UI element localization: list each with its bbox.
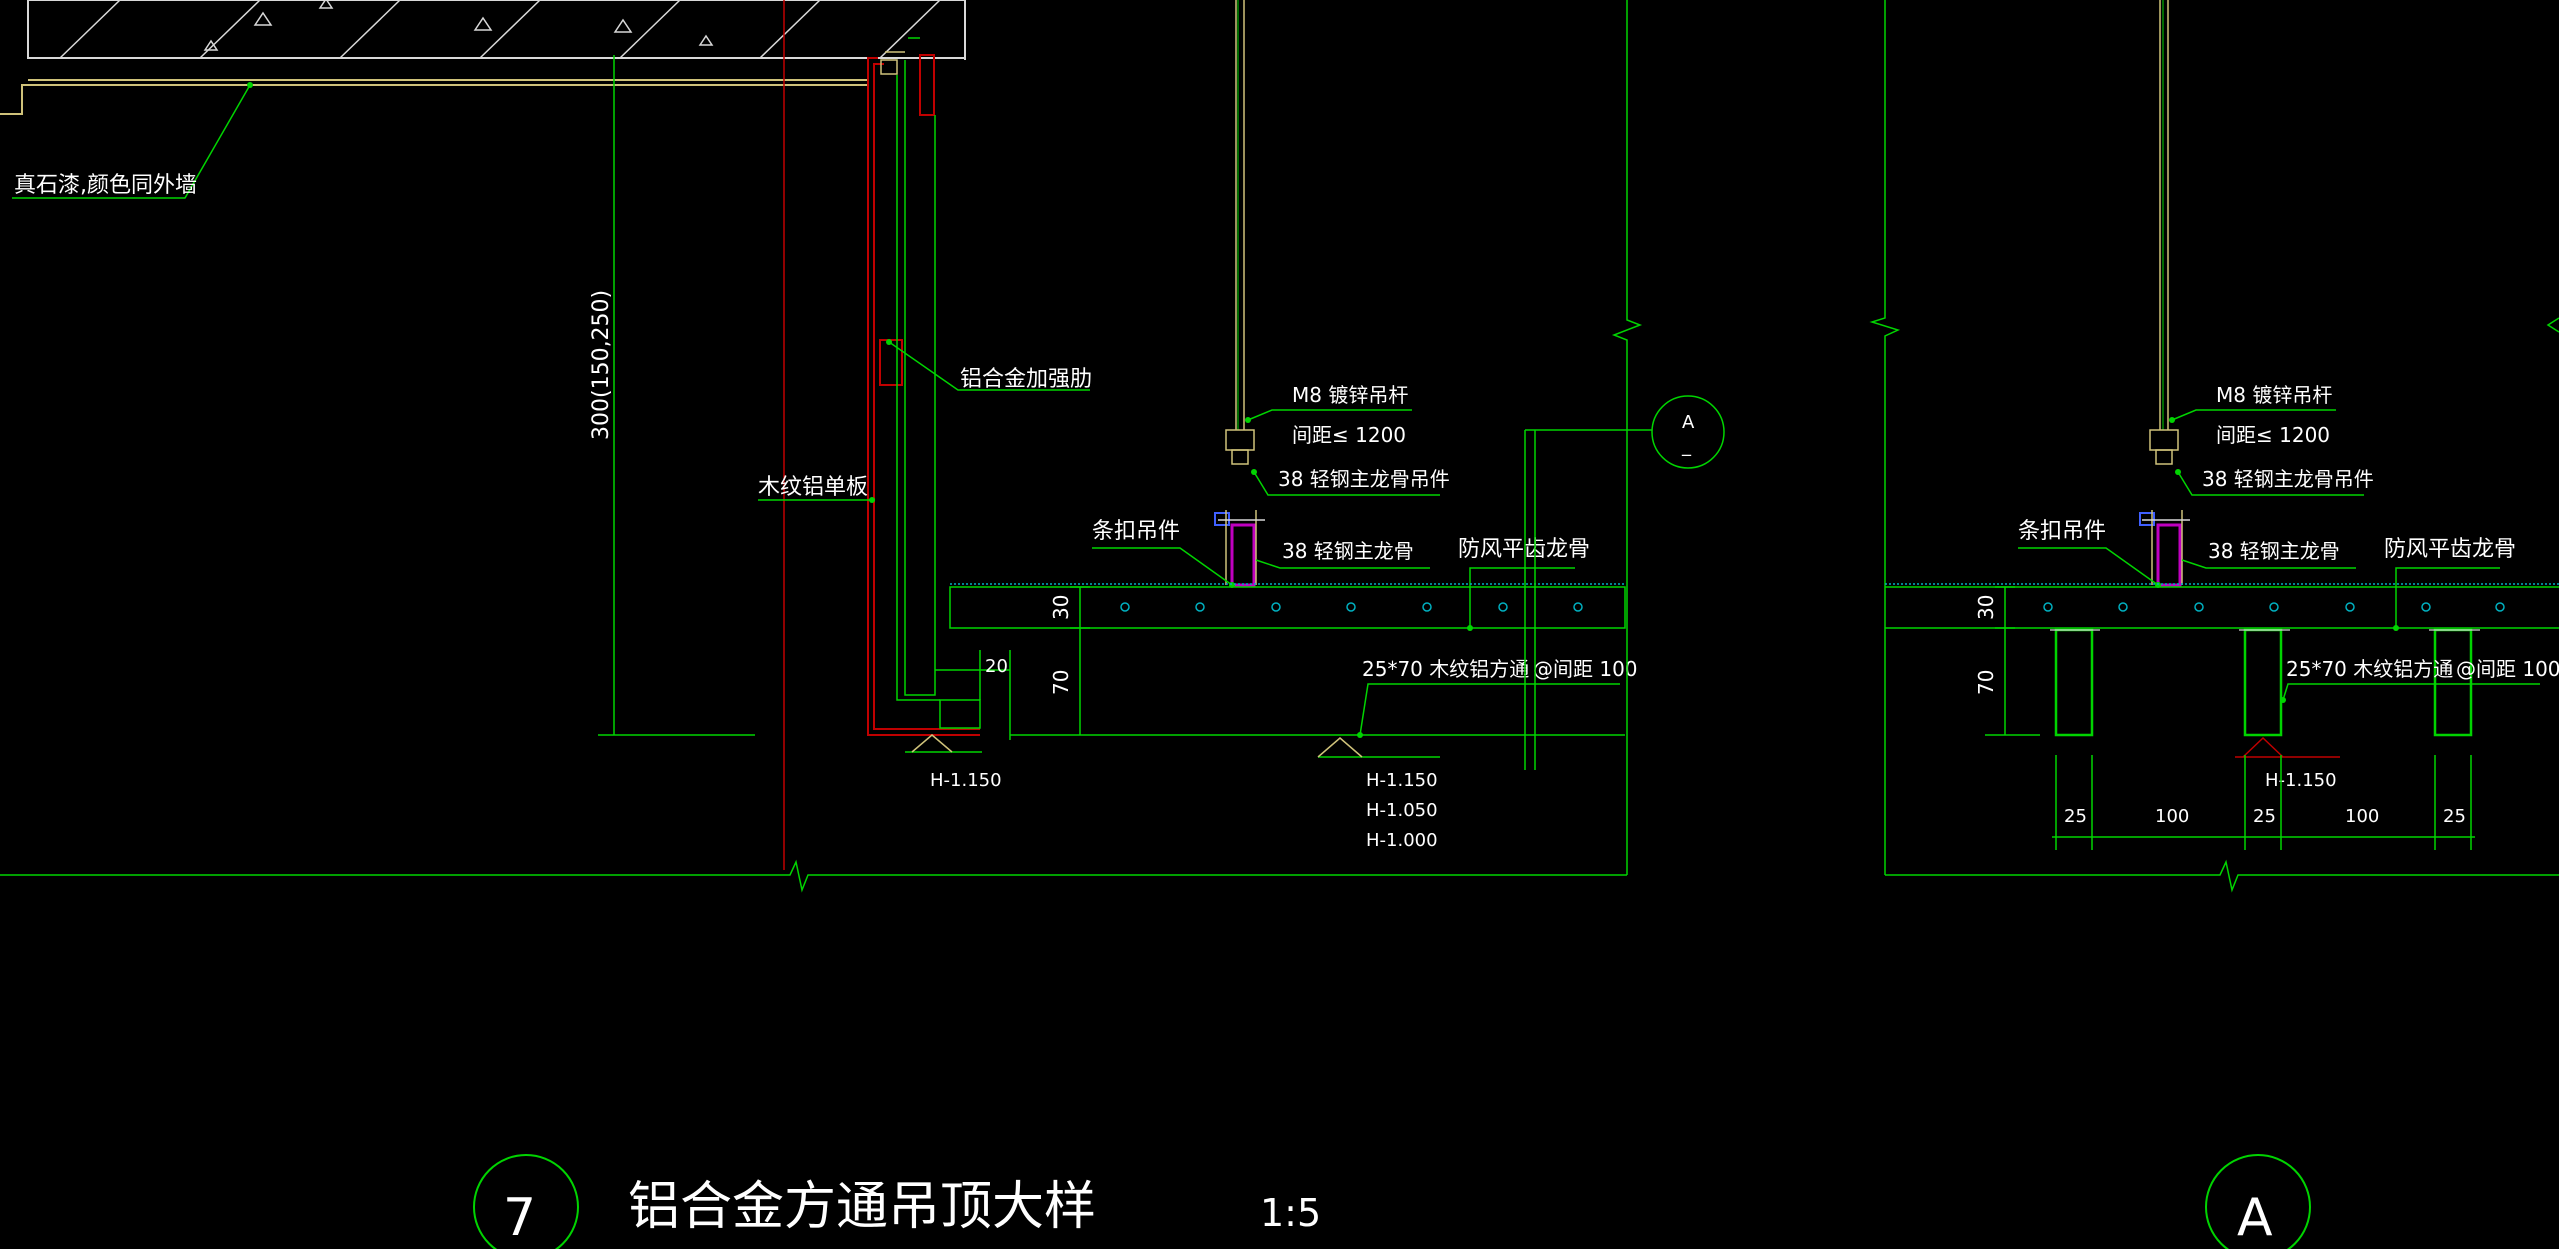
dim-20: 20 bbox=[985, 656, 1008, 677]
main-keel-label: 38 轻钢主龙骨 bbox=[1282, 539, 1414, 563]
center-level-marker: H-1.150 H-1.050 H-1.000 bbox=[1317, 737, 1440, 851]
rod-label: M8 镀锌吊杆 bbox=[1292, 383, 1408, 407]
left-level-marker: H-1.150 bbox=[905, 734, 1002, 791]
left-detail-boundary bbox=[1611, 0, 1643, 875]
right-dim-70: 70 bbox=[1974, 670, 1998, 695]
section-label: A bbox=[2237, 1188, 2273, 1248]
rod-spacing-label: 间距≤ 1200 bbox=[1292, 423, 1406, 447]
rod-nut bbox=[1225, 429, 1255, 465]
dim-70-left: 70 bbox=[1049, 670, 1073, 695]
right-detail: M8 镀锌吊杆 间距≤ 1200 38 轻钢主龙骨吊件 条扣吊件 38 轻钢主龙… bbox=[1869, 0, 2559, 893]
section-marker-sub: _ bbox=[1681, 436, 1692, 457]
title-block: 7 铝合金方通吊顶大样 1:5 A bbox=[473, 1154, 2311, 1249]
tube-spacing-label: @间距 100 bbox=[1533, 657, 1638, 681]
right-tube-spacing-label: @间距 100 bbox=[2456, 657, 2559, 681]
right-dim-5: 25 bbox=[2443, 806, 2466, 827]
level-2: H-1.050 bbox=[1366, 800, 1438, 821]
left-dim-30-70 bbox=[1009, 586, 1625, 740]
aluminum-panel bbox=[867, 54, 980, 736]
right-level: H-1.150 bbox=[2265, 770, 2337, 791]
main-keel bbox=[1214, 510, 1265, 587]
clip-label: 条扣吊件 bbox=[1092, 519, 1180, 544]
right-dim-1: 25 bbox=[2064, 806, 2087, 827]
hanger-label: 38 轻钢主龙骨吊件 bbox=[1278, 467, 1450, 491]
panel-label: 木纹铝单板 bbox=[758, 475, 868, 500]
left-detail: 真石漆,颜色同外墙 300(150,250) 铝 bbox=[0, 0, 1725, 893]
right-rod-spacing-label: 间距≤ 1200 bbox=[2216, 423, 2330, 447]
dim-30-left: 30 bbox=[1049, 595, 1073, 620]
hanger-rod bbox=[1235, 0, 1245, 430]
rib-label: 铝合金加强肋 bbox=[960, 367, 1092, 392]
inner-profile bbox=[896, 37, 1010, 729]
right-rod-label: M8 镀锌吊杆 bbox=[2216, 383, 2332, 407]
concrete-slab bbox=[0, 0, 966, 115]
detail-number-circle bbox=[473, 1154, 579, 1249]
right-main-keel-label: 38 轻钢主龙骨 bbox=[2208, 539, 2340, 563]
detail-title: 铝合金方通吊顶大样 bbox=[628, 1177, 1096, 1237]
level-3: H-1.000 bbox=[1366, 830, 1438, 851]
right-clip-label: 条扣吊件 bbox=[2018, 519, 2106, 544]
vertical-dimension-text: 300(150,250) bbox=[589, 290, 614, 440]
right-dim-2: 100 bbox=[2155, 806, 2189, 827]
right-tube-label: 25*70 木纹铝方通 bbox=[2286, 657, 2453, 681]
plaster-leader bbox=[12, 84, 251, 199]
right-dim-4: 100 bbox=[2345, 806, 2379, 827]
left-level-text: H-1.150 bbox=[930, 770, 1002, 791]
right-wind-keel-label: 防风平齿龙骨 bbox=[2384, 537, 2516, 562]
section-label-circle bbox=[2205, 1154, 2311, 1249]
right-dim-30: 30 bbox=[1974, 595, 1998, 620]
right-bottom-dims bbox=[2052, 755, 2475, 850]
tube-label: 25*70 木纹铝方通 bbox=[1362, 657, 1529, 681]
right-hanger-label: 38 轻钢主龙骨吊件 bbox=[2202, 467, 2374, 491]
plaster-label: 真石漆,颜色同外墙 bbox=[14, 173, 197, 198]
detail-scale: 1:5 bbox=[1260, 1191, 1321, 1235]
wind-keel-label: 防风平齿龙骨 bbox=[1458, 537, 1590, 562]
detail-number: 7 bbox=[503, 1188, 536, 1248]
section-marker-text: A bbox=[1682, 412, 1695, 433]
level-1: H-1.150 bbox=[1366, 770, 1438, 791]
left-detail-bottom-boundary bbox=[0, 859, 1627, 893]
section-marker-a: A _ bbox=[1524, 395, 1725, 770]
ceiling-strip bbox=[949, 583, 1626, 631]
right-dim-3: 25 bbox=[2253, 806, 2276, 827]
